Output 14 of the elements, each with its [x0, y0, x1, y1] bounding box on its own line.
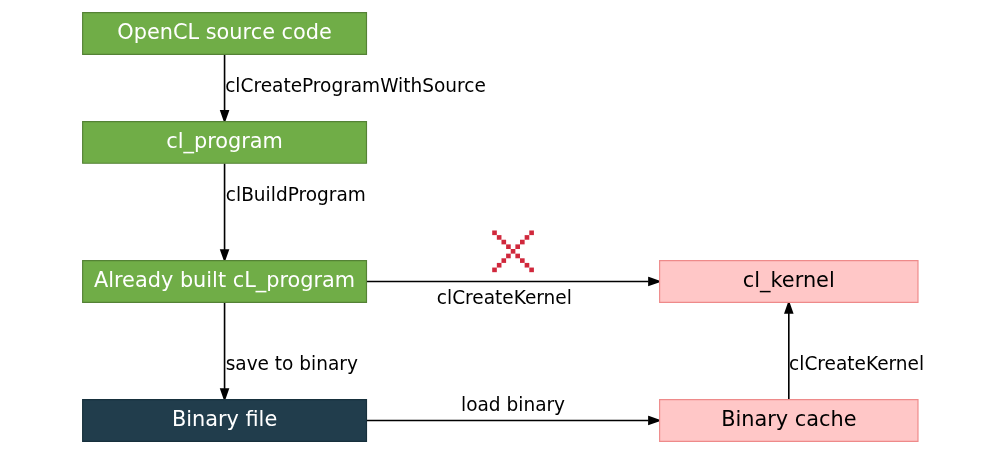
arrow — [365, 415, 662, 426]
edge-label: clCreateKernel — [788, 353, 924, 375]
node-box: Already built cL_program — [81, 260, 367, 303]
edge-label: clCreateProgramWithSource — [224, 75, 486, 97]
node-box: Binary cache — [658, 399, 919, 442]
edge-label: load binary — [460, 393, 565, 415]
node-box: cl_kernel — [658, 260, 919, 303]
edge-label: clBuildProgram — [225, 184, 366, 206]
node-box: OpenCL source code — [81, 12, 367, 55]
edge-label: save to binary — [225, 353, 358, 375]
edge-label: clCreateKernel — [436, 286, 572, 308]
node-box: Binary file — [81, 399, 367, 442]
node-box: cl_program — [81, 121, 367, 164]
arrow — [365, 276, 662, 287]
